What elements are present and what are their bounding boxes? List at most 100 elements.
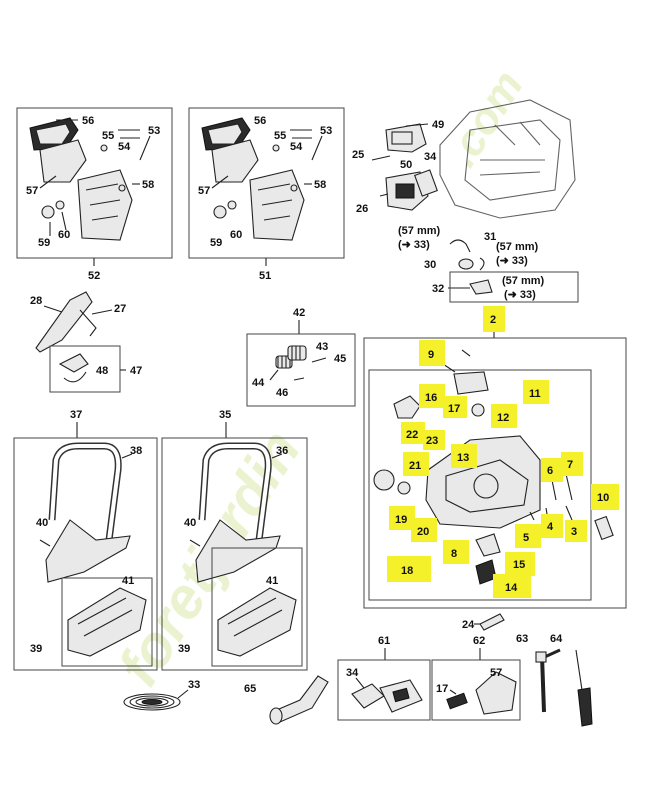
- highlight-6: [541, 458, 563, 482]
- label-14: 14: [505, 582, 518, 594]
- assembly-61-frame: [337, 659, 431, 721]
- label-17: 17: [436, 683, 448, 695]
- label-46: 46: [276, 387, 288, 399]
- label-25: 25: [352, 149, 364, 161]
- label-54: 54: [118, 141, 131, 153]
- label-38: 38: [130, 445, 142, 457]
- carburetor: [371, 123, 438, 211]
- highlight-13: [451, 444, 477, 468]
- highlight-23: [423, 430, 445, 450]
- label-57: 57: [198, 185, 210, 197]
- label-23: 23: [426, 435, 438, 447]
- note-31-ref: (➜ 33): [398, 239, 430, 251]
- highlight-15: [505, 552, 535, 576]
- label-12: 12: [497, 412, 509, 424]
- label-45: 45: [334, 353, 346, 365]
- label-16: 16: [425, 392, 437, 404]
- label-39: 39: [178, 643, 190, 655]
- fuel-hose-parts: [448, 239, 493, 295]
- label-54: 54: [290, 141, 303, 153]
- note-30-length: (57 mm): [496, 241, 539, 253]
- label-57: 57: [490, 667, 502, 679]
- highlight-12: [491, 404, 517, 428]
- highlight-3: [565, 520, 587, 542]
- note-32-frame: [449, 271, 579, 303]
- label-18: 18: [401, 565, 413, 577]
- handlebar-35: [189, 442, 297, 657]
- highlight-7: [561, 452, 583, 476]
- label-28: 28: [30, 295, 42, 307]
- label-39: 39: [30, 643, 42, 655]
- label-41: 41: [122, 575, 134, 587]
- label-6: 6: [547, 465, 553, 477]
- tool-65: [269, 675, 329, 725]
- label-9: 9: [428, 349, 434, 361]
- highlight-4: [541, 514, 563, 538]
- bumper-strip-33: [123, 689, 189, 711]
- label-11: 11: [529, 388, 541, 400]
- label-37: 37: [70, 409, 82, 421]
- label-33: 33: [188, 679, 200, 691]
- combination-wrench-63: [535, 648, 561, 713]
- label-50: 50: [400, 159, 412, 171]
- label-40: 40: [36, 517, 48, 529]
- label-34: 34: [424, 151, 437, 163]
- label-59: 59: [38, 237, 50, 249]
- label-27: 27: [114, 303, 126, 315]
- label-32: 32: [432, 283, 444, 295]
- assembly-37-frame: [13, 437, 158, 671]
- label-13: 13: [457, 452, 469, 464]
- label-47: 47: [130, 365, 142, 377]
- assembly-28-27: [35, 291, 113, 353]
- label-51: 51: [259, 270, 271, 282]
- watermark-domain: .com: [437, 62, 533, 175]
- label-42: 42: [293, 307, 305, 319]
- label-35: 35: [219, 409, 231, 421]
- highlight-19: [389, 506, 415, 530]
- label-49: 49: [432, 119, 444, 131]
- assembly-52: [16, 107, 173, 266]
- label-3: 3: [571, 526, 577, 538]
- label-64: 64: [550, 633, 563, 645]
- label-24: 24: [462, 619, 475, 631]
- label-4: 4: [547, 521, 554, 533]
- label-55: 55: [102, 130, 114, 142]
- assembly-42: [269, 345, 327, 381]
- note-32-length: (57 mm): [502, 275, 545, 287]
- label-5: 5: [523, 532, 529, 544]
- label-10: 10: [597, 492, 609, 504]
- label-58: 58: [314, 179, 326, 191]
- filter-set-62: [446, 671, 517, 715]
- assembly-47: [58, 353, 126, 383]
- label-30: 30: [424, 259, 436, 271]
- label-56: 56: [254, 115, 266, 127]
- assembly-2-frame: [363, 337, 627, 609]
- label-21: 21: [409, 460, 421, 472]
- highlight-21: [403, 452, 429, 476]
- label-60: 60: [230, 229, 242, 241]
- label-53: 53: [320, 125, 332, 137]
- label-65: 65: [244, 683, 256, 695]
- label-26: 26: [356, 203, 368, 215]
- label-43: 43: [316, 341, 328, 353]
- label-52: 52: [88, 270, 100, 282]
- highlight-9: [419, 340, 445, 366]
- gasket-set-61: [351, 677, 423, 713]
- label-41: 41: [266, 575, 278, 587]
- highlight-8: [443, 540, 469, 564]
- assembly-41-frame-a: [61, 577, 153, 667]
- highlight-5: [515, 524, 541, 548]
- assembly-35-frame: [161, 437, 308, 671]
- highlight-10: [591, 484, 619, 510]
- label-58: 58: [142, 179, 154, 191]
- handlebar-37: [39, 442, 147, 657]
- label-17: 17: [448, 403, 460, 415]
- label-22: 22: [406, 429, 418, 441]
- highlight-11: [523, 380, 549, 404]
- label-36: 36: [276, 445, 288, 457]
- label-20: 20: [417, 526, 429, 538]
- assembly-47-frame: [49, 345, 121, 393]
- label-19: 19: [395, 514, 407, 526]
- label-34: 34: [346, 667, 359, 679]
